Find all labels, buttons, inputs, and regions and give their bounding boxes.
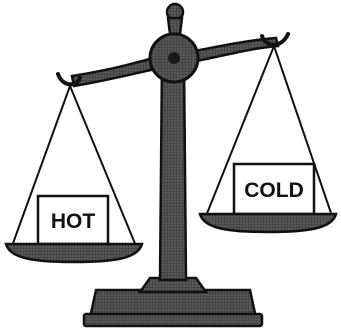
cold-weight-card: COLD [234,164,314,214]
hot-label: HOT [51,210,96,233]
scale-pivot [150,34,198,82]
right-pan [200,214,336,232]
cold-label: COLD [244,179,304,202]
scale-finial [167,4,183,34]
hot-weight-card: HOT [38,196,108,244]
left-pan [6,244,142,262]
scale-base [84,278,262,326]
scale-post [160,60,186,280]
